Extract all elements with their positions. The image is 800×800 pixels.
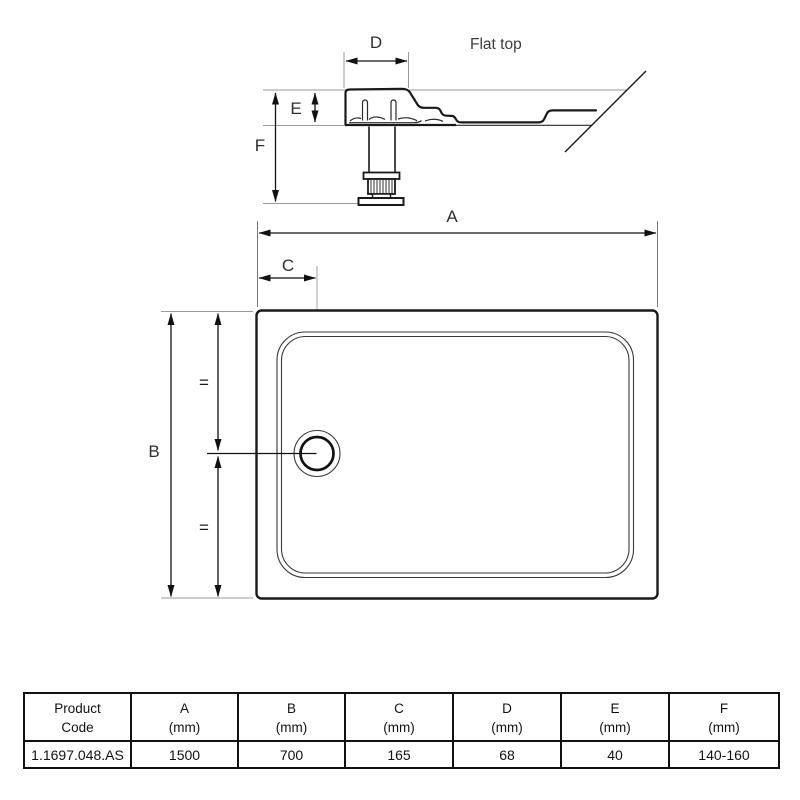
tray-inner-edge-inner bbox=[280, 335, 630, 574]
header-line: (mm) bbox=[275, 720, 308, 735]
header-line: E bbox=[610, 701, 620, 716]
cell-dim-d: 68 bbox=[452, 740, 562, 769]
header-line: F bbox=[719, 701, 729, 716]
cell-dim-c: 165 bbox=[344, 740, 454, 769]
header-dim-c: C (mm) bbox=[344, 692, 454, 742]
header-line: (mm) bbox=[491, 720, 523, 735]
cell-dim-b: 700 bbox=[237, 740, 346, 769]
cell-product-code: 1.1697.048.AS bbox=[23, 740, 132, 769]
spec-table: Product Code A (mm) B (mm) C (mm) D (mm)… bbox=[23, 692, 780, 769]
header-line: Product bbox=[54, 701, 101, 716]
equal-mark-top: = bbox=[199, 373, 209, 392]
dimension-label-e: E bbox=[290, 99, 301, 118]
header-dim-f: F (mm) bbox=[668, 692, 780, 742]
dimension-label-f: F bbox=[255, 136, 265, 155]
plan-dimension-lines bbox=[167, 229, 657, 597]
cell-dim-f: 140-160 bbox=[668, 740, 780, 769]
side-profile-view: D E F Flat top bbox=[255, 33, 647, 206]
header-dim-d: D (mm) bbox=[452, 692, 562, 742]
equal-mark-bottom: = bbox=[199, 518, 209, 537]
header-line: Code bbox=[61, 720, 94, 735]
plan-view: A C B = = bbox=[148, 207, 659, 600]
header-line: C bbox=[394, 701, 404, 716]
tray-inner-edge-outer bbox=[276, 331, 635, 579]
header-line: (mm) bbox=[383, 720, 415, 735]
header-line: (mm) bbox=[599, 720, 631, 735]
break-line bbox=[564, 70, 647, 153]
dimension-label-a: A bbox=[446, 207, 458, 226]
header-dim-e: E (mm) bbox=[560, 692, 670, 742]
leg-thread-lines bbox=[370, 180, 393, 194]
header-line: A bbox=[179, 701, 189, 716]
header-line: D bbox=[502, 701, 512, 716]
dimension-label-c: C bbox=[282, 256, 294, 275]
tray-outer-edge bbox=[255, 309, 659, 600]
tray-profile-ribs bbox=[349, 99, 444, 124]
product-dimensions-table: Product Code A (mm) B (mm) C (mm) D (mm)… bbox=[23, 692, 780, 769]
header-product-code: Product Code bbox=[23, 692, 132, 742]
adjustable-leg bbox=[357, 126, 405, 206]
flat-top-label: Flat top bbox=[470, 36, 522, 53]
header-dim-a: A (mm) bbox=[130, 692, 239, 742]
table-header-row: Product Code A (mm) B (mm) C (mm) D (mm)… bbox=[23, 692, 780, 742]
tray-profile-outline bbox=[344, 87, 598, 127]
header-line: (mm) bbox=[168, 720, 201, 735]
header-dim-b: B (mm) bbox=[237, 692, 346, 742]
cell-dim-a: 1500 bbox=[130, 740, 239, 769]
cell-dim-e: 40 bbox=[560, 740, 670, 769]
dimension-label-b: B bbox=[148, 442, 159, 461]
reference-lines bbox=[263, 52, 627, 204]
dimension-label-d: D bbox=[370, 33, 382, 52]
table-data-row: 1.1697.048.AS 1500 700 165 68 40 140-160 bbox=[23, 740, 780, 769]
technical-drawing: D E F Flat top A C bbox=[148, 33, 659, 600]
header-line: (mm) bbox=[708, 720, 740, 735]
header-line: B bbox=[286, 701, 296, 716]
profile-dimensions bbox=[272, 57, 408, 202]
